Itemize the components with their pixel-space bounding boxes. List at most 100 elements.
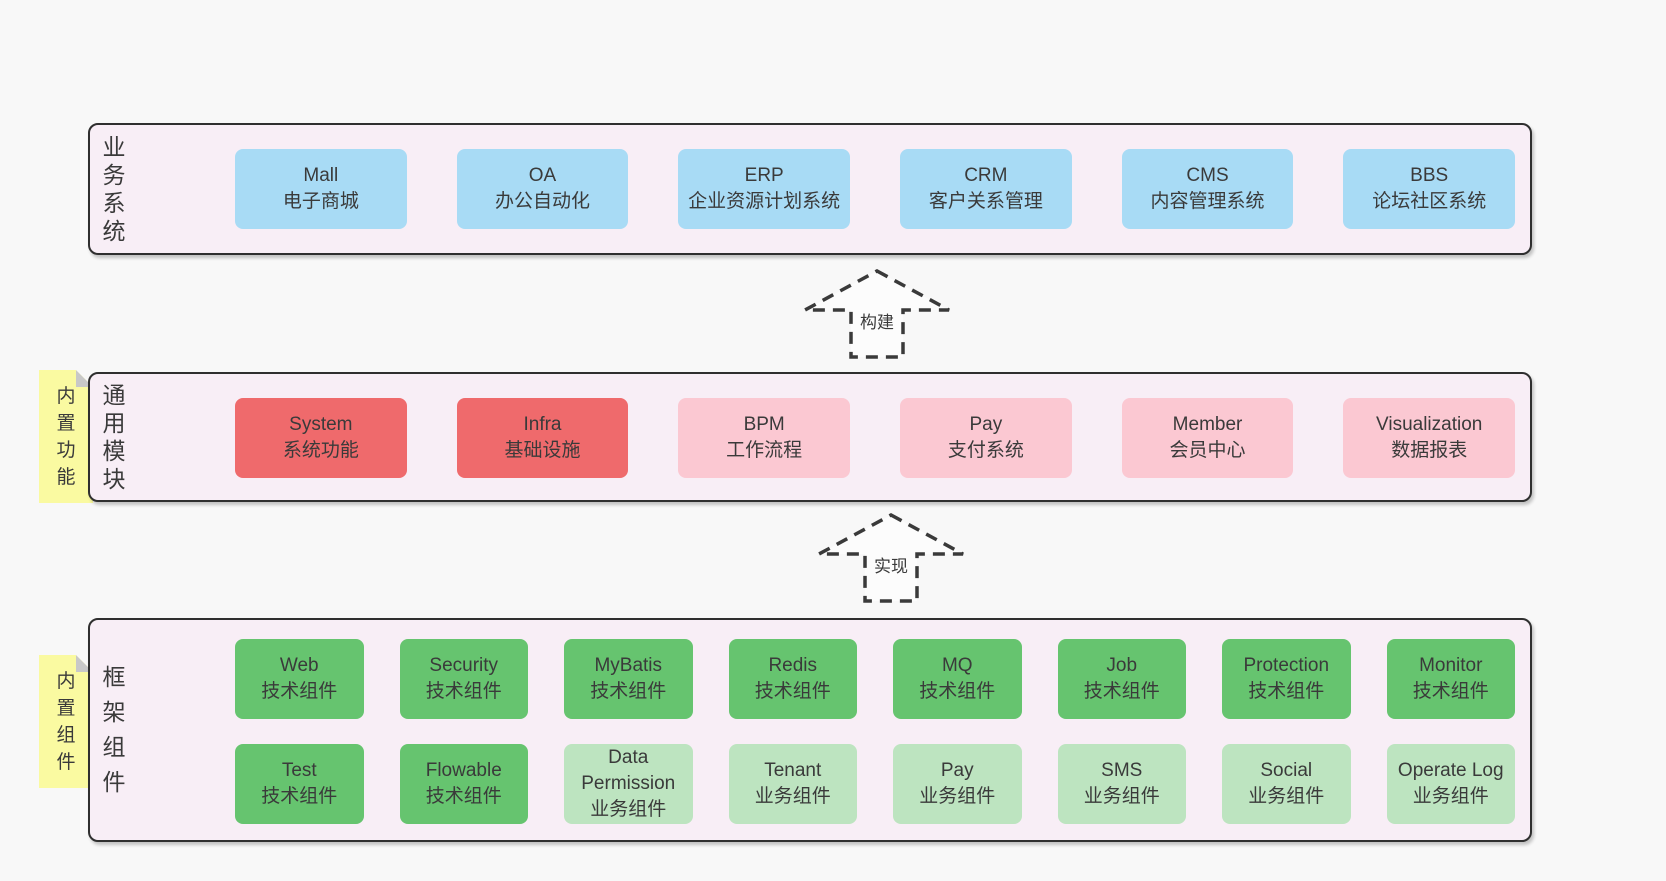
box-desc: 支付系统 (947, 440, 1024, 461)
box-mq: MQ 技术组件 (893, 639, 1022, 719)
side-label-business: 业务系统 (102, 134, 126, 244)
box-job: Job 技术组件 (1057, 639, 1186, 719)
box-flowable: Flowable 技术组件 (399, 744, 528, 824)
box-name: BBS (1410, 165, 1449, 186)
box-name: Pay (969, 414, 1003, 435)
box-visualization: Visualization 数据报表 (1343, 398, 1516, 478)
box-name: Visualization (1376, 414, 1483, 435)
box-name: System (289, 414, 353, 435)
layer-business-systems: 业务系统 Mall 电子商城 OA 办公自动化 ERP 企业资源计划系统 CRM… (88, 123, 1532, 255)
tag-builtin-features: 内置功能 (39, 370, 93, 503)
box-operate-log: Operate Log 业务组件 (1386, 744, 1515, 824)
box-cms: CMS 内容管理系统 (1121, 149, 1294, 229)
box-desc: 电子商城 (282, 191, 359, 212)
modules-box-row: System 系统功能 Infra 基础设施 BPM 工作流程 Pay 支付系统… (235, 398, 1516, 478)
box-desc: 技术组件 (261, 681, 338, 702)
layer-common-modules: 通用模块 System 系统功能 Infra 基础设施 BPM 工作流程 Pay… (88, 372, 1532, 502)
box-pay-business: Pay 业务组件 (893, 744, 1022, 824)
box-desc: 数据报表 (1391, 440, 1468, 461)
box-desc: 技术组件 (261, 786, 338, 807)
box-name: Monitor (1419, 655, 1483, 676)
box-desc: 工作流程 (726, 440, 803, 461)
box-name: BPM (743, 414, 785, 435)
box-desc: 技术组件 (1248, 681, 1325, 702)
box-social: Social 业务组件 (1222, 744, 1351, 824)
box-bbs: BBS 论坛社区系统 (1343, 149, 1516, 229)
box-bpm: BPM 工作流程 (678, 398, 851, 478)
box-name: Mall (303, 165, 339, 186)
box-name: Social (1260, 760, 1313, 781)
box-redis: Redis 技术组件 (728, 639, 857, 719)
box-desc: 业务组件 (1083, 786, 1160, 807)
box-desc: 技术组件 (919, 681, 996, 702)
framework-box-row-1: Web 技术组件 Security 技术组件 MyBatis 技术组件 Redi… (235, 639, 1515, 719)
tag-label: 内置组件 (56, 670, 76, 773)
box-desc: 技术组件 (425, 786, 502, 807)
box-desc: 办公自动化 (495, 191, 591, 212)
arrow-label: 构建 (857, 308, 897, 333)
box-desc: 技术组件 (1083, 681, 1160, 702)
box-name: Infra (523, 414, 562, 435)
box-name: Flowable (425, 760, 502, 781)
box-protection: Protection 技术组件 (1222, 639, 1351, 719)
box-pay: Pay 支付系统 (900, 398, 1072, 478)
box-crm: CRM 客户关系管理 (900, 149, 1072, 229)
box-desc: 技术组件 (754, 681, 831, 702)
box-desc: 业务组件 (1248, 786, 1325, 807)
side-label-modules: 通用模块 (102, 382, 126, 492)
box-name: Redis (768, 655, 818, 676)
box-system: System 系统功能 (235, 398, 407, 478)
box-desc: 技术组件 (590, 681, 667, 702)
box-desc: 技术组件 (1412, 681, 1489, 702)
box-desc: 会员中心 (1169, 440, 1246, 461)
box-name: Test (281, 760, 317, 781)
box-desc: 技术组件 (425, 681, 502, 702)
box-infra: Infra 基础设施 (456, 398, 629, 478)
box-mybatis: MyBatis 技术组件 (564, 639, 693, 719)
box-name: MQ (941, 655, 973, 676)
box-monitor: Monitor 技术组件 (1386, 639, 1515, 719)
arrow-label: 实现 (871, 552, 911, 577)
box-desc: 内容管理系统 (1150, 191, 1265, 212)
box-tenant: Tenant 业务组件 (728, 744, 857, 824)
box-name: Web (279, 655, 319, 676)
box-name: MyBatis (594, 655, 663, 676)
tag-builtin-components: 内置组件 (39, 655, 93, 788)
box-member: Member 会员中心 (1121, 398, 1294, 478)
box-name: Data Permission (581, 747, 676, 794)
box-name: Tenant (764, 760, 822, 781)
box-desc: 业务组件 (919, 786, 996, 807)
build-arrow: 构建 (802, 268, 952, 360)
box-name: SMS (1101, 760, 1143, 781)
box-name: ERP (744, 165, 784, 186)
box-desc: 论坛社区系统 (1372, 191, 1487, 212)
box-name: Protection (1243, 655, 1330, 676)
box-name: Pay (940, 760, 974, 781)
box-name: CMS (1186, 165, 1229, 186)
business-box-row: Mall 电子商城 OA 办公自动化 ERP 企业资源计划系统 CRM 客户关系… (235, 149, 1516, 229)
box-desc: 企业资源计划系统 (688, 191, 841, 212)
tag-label: 内置功能 (56, 385, 76, 488)
box-name: Operate Log (1397, 760, 1504, 781)
box-desc: 业务组件 (754, 786, 831, 807)
box-mall: Mall 电子商城 (235, 149, 407, 229)
box-erp: ERP 企业资源计划系统 (678, 149, 851, 229)
side-label-framework: 框架组件 (102, 664, 126, 795)
box-desc: 系统功能 (282, 440, 359, 461)
box-sms: SMS 业务组件 (1057, 744, 1186, 824)
box-oa: OA 办公自动化 (456, 149, 629, 229)
box-desc: 业务组件 (590, 799, 667, 820)
implement-arrow: 实现 (816, 512, 966, 604)
framework-box-row-2: Test 技术组件 Flowable 技术组件 Data Permission … (235, 744, 1515, 824)
box-name: CRM (964, 165, 1008, 186)
box-desc: 业务组件 (1412, 786, 1489, 807)
box-test: Test 技术组件 (235, 744, 364, 824)
box-name: Security (429, 655, 499, 676)
box-web: Web 技术组件 (235, 639, 364, 719)
box-name: Member (1172, 414, 1243, 435)
layer-framework-components: 框架组件 Web 技术组件 Security 技术组件 MyBatis 技术组件… (88, 618, 1532, 842)
box-desc: 基础设施 (504, 440, 581, 461)
box-data-permission: Data Permission 业务组件 (564, 744, 693, 824)
box-security: Security 技术组件 (399, 639, 528, 719)
